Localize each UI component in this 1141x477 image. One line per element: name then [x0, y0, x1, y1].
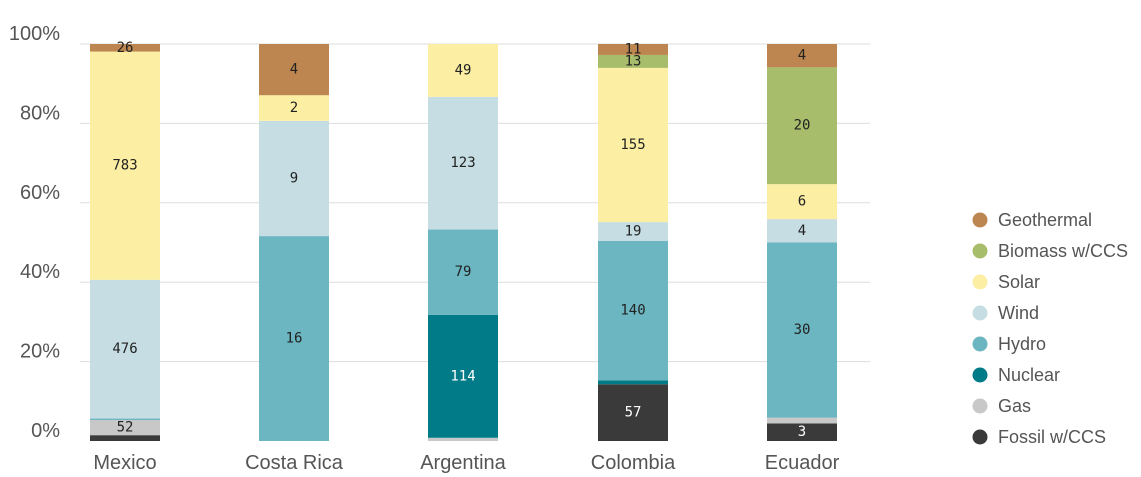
data-label-mexico-geothermal: 26 — [117, 40, 134, 56]
bar-segment-colombia-solar — [598, 67, 668, 223]
data-label-argentina-nuclear: 114 — [450, 368, 475, 384]
y-tick-label-40: 40% — [20, 261, 60, 283]
bar-stack-argentina: 114 79 123 49 — [428, 44, 498, 441]
x-category-label-mexico: Mexico — [93, 452, 156, 474]
bar-segment-mexico-geothermal — [90, 44, 160, 52]
bar-segment-ecuador-hydro — [767, 242, 837, 418]
legend-label-nuclear: Nuclear — [998, 365, 1060, 385]
x-category-label-argentina: Argentina — [420, 452, 506, 474]
legend-item-solar: Solar — [972, 272, 1040, 292]
y-tick-label-0: 0% — [31, 420, 60, 442]
data-label-ecuador-hydro: 30 — [794, 322, 811, 338]
legend-label-solar: Solar — [998, 272, 1040, 292]
bar-segment-mexico-gas — [90, 420, 160, 436]
bar-segment-colombia-wind — [598, 222, 668, 242]
data-label-mexico-solar: 783 — [112, 158, 137, 174]
y-tick-label-80: 80% — [20, 102, 60, 124]
x-category-label-ecuador: Ecuador — [765, 452, 840, 474]
bar-stack-costa-rica: 16 9 2 4 — [259, 44, 329, 441]
y-tick-label-100: 100% — [9, 23, 60, 45]
data-label-colombia-solar: 155 — [620, 137, 645, 153]
bar-segment-colombia-biomass-w-ccs — [598, 54, 668, 68]
x-axis-categories: Mexico Costa Rica Argentina Colombia Ecuador — [93, 452, 839, 474]
legend-swatch-nuclear — [972, 367, 988, 383]
legend-item-gas: Gas — [972, 396, 1031, 416]
legend-swatch-gas — [972, 398, 988, 414]
data-label-ecuador-solar: 6 — [798, 194, 806, 210]
bar-segment-argentina-hydro — [428, 229, 498, 315]
bar-segment-colombia-hydro — [598, 241, 668, 381]
legend-swatch-wind — [972, 305, 988, 321]
legend-swatch-geothermal — [972, 212, 988, 228]
legend-swatch-hydro — [972, 336, 988, 352]
legend-item-geothermal: Geothermal — [972, 210, 1092, 230]
legend-label-fossil-w-ccs: Fossil w/CCS — [998, 427, 1106, 447]
bar-segment-costa-rica-geothermal — [259, 44, 329, 96]
bar-segment-ecuador-gas — [767, 417, 837, 424]
bar-segment-costa-rica-wind — [259, 120, 329, 237]
data-label-costa-rica-solar: 2 — [290, 100, 298, 116]
data-label-costa-rica-geothermal: 4 — [290, 62, 298, 78]
legend-label-gas: Gas — [998, 396, 1031, 416]
bar-segment-argentina-solar — [428, 44, 498, 97]
legend-label-geothermal: Geothermal — [998, 210, 1092, 230]
bar-segment-argentina-nuclear — [428, 314, 498, 438]
legend-swatch-solar — [972, 274, 988, 290]
bar-segment-argentina-wind — [428, 96, 498, 230]
legend-swatch-biomass-w-ccs — [972, 243, 988, 259]
bar-segment-ecuador-wind — [767, 219, 837, 243]
legend-item-hydro: Hydro — [972, 334, 1046, 354]
bar-segment-colombia-fossil-w-ccs — [598, 384, 668, 441]
legend-item-wind: Wind — [972, 303, 1039, 323]
data-label-argentina-hydro: 79 — [455, 264, 472, 280]
data-label-colombia-hydro: 140 — [620, 303, 645, 319]
y-tick-label-60: 60% — [20, 182, 60, 204]
bar-stack-mexico: 52 476 783 26 — [90, 40, 160, 441]
y-axis-ticks: 0% 20% 40% 60% 80% 100% — [9, 23, 60, 442]
legend-swatch-fossil-w-ccs — [972, 429, 988, 445]
bar-segment-costa-rica-solar — [259, 95, 329, 121]
bar-segment-ecuador-solar — [767, 184, 837, 220]
data-label-colombia-geothermal: 11 — [625, 41, 642, 57]
x-category-label-costa-rica: Costa Rica — [245, 452, 344, 474]
bar-stack-ecuador: 3 30 4 6 20 4 — [767, 44, 837, 441]
data-label-costa-rica-hydro: 16 — [286, 331, 303, 347]
data-label-colombia-fossil-w-ccs: 57 — [625, 405, 642, 421]
bar-segment-mexico-wind — [90, 279, 160, 419]
bar-segment-costa-rica-hydro — [259, 236, 329, 441]
legend-item-fossil-w-ccs: Fossil w/CCS — [972, 427, 1106, 447]
data-label-mexico-wind: 476 — [112, 341, 137, 357]
data-label-colombia-wind: 19 — [625, 224, 642, 240]
bar-segment-mexico-fossil-w-ccs — [90, 435, 160, 441]
x-category-label-colombia: Colombia — [591, 452, 676, 474]
y-tick-label-20: 20% — [20, 341, 60, 363]
bar-segment-colombia-geothermal — [598, 44, 668, 55]
bar-segment-ecuador-geothermal — [767, 44, 837, 68]
data-label-argentina-solar: 49 — [455, 62, 472, 78]
bar-segment-argentina-gas — [428, 437, 498, 441]
bar-segment-mexico-hydro — [90, 418, 160, 421]
data-label-ecuador-geothermal: 4 — [798, 48, 806, 64]
bar-segment-ecuador-biomass-w-ccs — [767, 67, 837, 185]
data-label-ecuador-fossil-w-ccs: 3 — [798, 424, 806, 440]
data-label-mexico-gas: 52 — [117, 420, 134, 436]
legend-label-hydro: Hydro — [998, 334, 1046, 354]
bar-segment-mexico-solar — [90, 51, 160, 280]
legend-label-wind: Wind — [998, 303, 1039, 323]
legend-label-biomass-w-ccs: Biomass w/CCS — [998, 241, 1128, 261]
data-label-colombia-biomass-w-ccs: 13 — [625, 53, 642, 69]
bar-segment-ecuador-fossil-w-ccs — [767, 423, 837, 441]
data-label-ecuador-wind: 4 — [798, 223, 806, 239]
data-label-costa-rica-wind: 9 — [290, 170, 298, 186]
bar-segment-colombia-nuclear — [598, 380, 668, 385]
legend-item-nuclear: Nuclear — [972, 365, 1060, 385]
data-label-argentina-wind: 123 — [450, 155, 475, 171]
legend-item-biomass-w-ccs: Biomass w/CCS — [972, 241, 1128, 261]
data-label-ecuador-biomass-w-ccs: 20 — [794, 118, 811, 134]
